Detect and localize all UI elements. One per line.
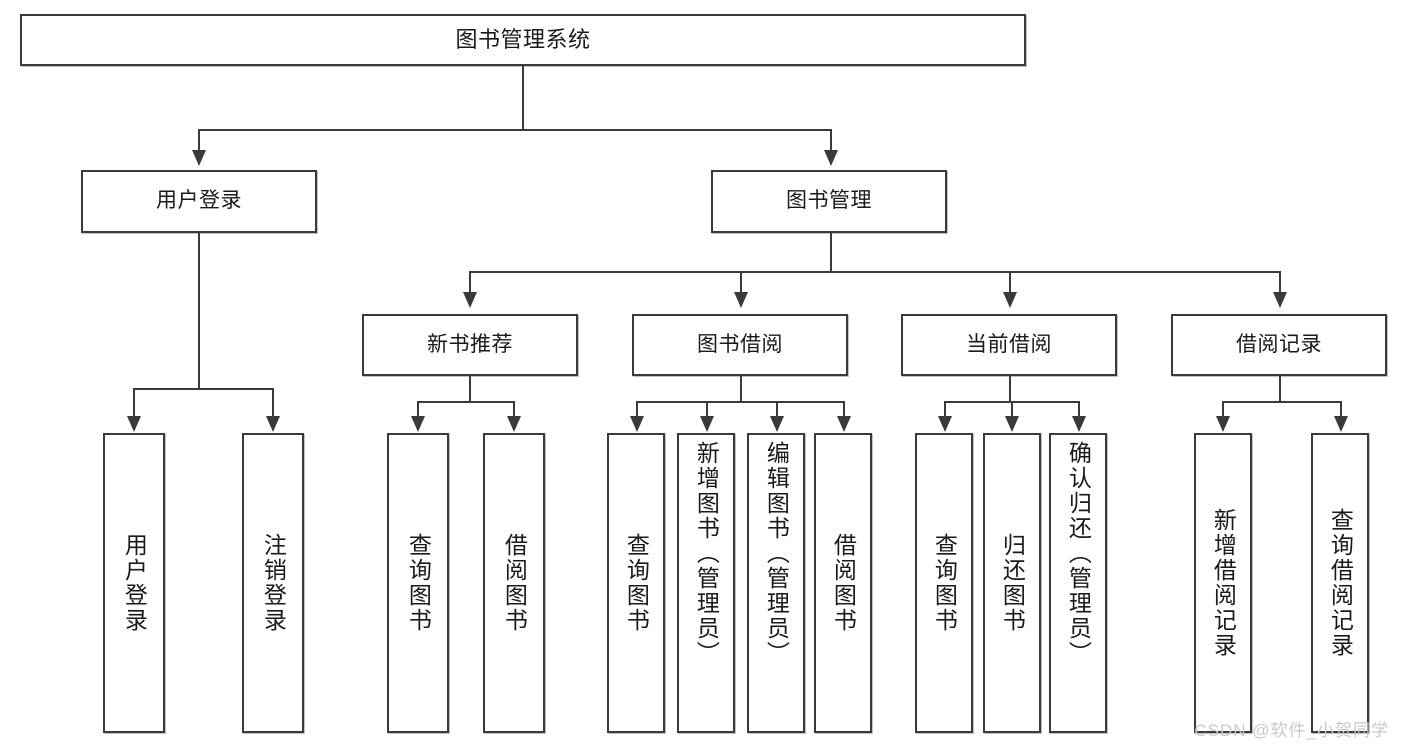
connector-book-management-stem — [830, 233, 832, 272]
connector-borrow-record-to-leaf-2 — [1340, 401, 1342, 417]
connector-book-borrow-stem — [740, 376, 742, 402]
csdn-watermark: CSDN @软件_小贺同学 — [1194, 721, 1389, 740]
connector-new-book-bus — [417, 401, 514, 403]
leaf-label: 用户登录 — [121, 533, 148, 633]
arrow-user-login-to-leaf-1 — [127, 416, 141, 432]
connector-book-borrow-to-leaf-2 — [706, 401, 708, 417]
leaf-current-borrow-confirm-return-admin[interactable]: 确认归还（管理员） — [1049, 433, 1107, 733]
connector-borrow-record-stem — [1279, 376, 1281, 402]
arrow-current-borrow-to-leaf-2 — [1005, 416, 1019, 432]
node-current-borrow[interactable]: 当前借阅 — [901, 314, 1117, 376]
connector-user-login-bus — [133, 388, 273, 390]
leaf-label: 确认归还（管理员） — [1065, 441, 1092, 666]
node-label: 图书管理 — [786, 189, 872, 213]
leaf-label: 借阅图书 — [501, 533, 528, 633]
connector-user-login-stem — [198, 233, 200, 389]
leaf-new-book-borrow-book[interactable]: 借阅图书 — [483, 433, 545, 733]
leaf-label: 新增图书（管理员） — [693, 441, 720, 666]
connector-root-bus — [198, 129, 832, 131]
arrow-root-to-book-management — [824, 150, 838, 166]
connector-level3-bus — [469, 271, 1281, 273]
connector-book-borrow-bus — [636, 401, 844, 403]
leaf-label: 借阅图书 — [830, 533, 857, 633]
leaf-book-borrow-query-book[interactable]: 查询图书 — [607, 433, 665, 733]
leaf-label: 查询图书 — [931, 533, 958, 633]
arrow-user-login-to-leaf-2 — [266, 416, 280, 432]
connector-current-borrow-to-leaf-2 — [1011, 401, 1013, 417]
connector-current-borrow-to-leaf-3 — [1078, 401, 1080, 417]
arrow-new-book-to-leaf-2 — [507, 416, 521, 432]
connector-borrow-record-bus — [1222, 401, 1341, 403]
leaf-borrow-record-add-record[interactable]: 新增借阅记录 — [1194, 433, 1252, 733]
arrow-root-to-user-login — [192, 150, 206, 166]
arrow-borrow-record-to-leaf-1 — [1216, 416, 1230, 432]
leaf-label: 编辑图书（管理员） — [763, 441, 790, 666]
arrow-book-borrow-to-leaf-2 — [700, 416, 714, 432]
node-user-login[interactable]: 用户登录 — [81, 170, 317, 233]
leaf-book-borrow-add-book-admin[interactable]: 新增图书（管理员） — [677, 433, 735, 733]
connector-user-login-to-leaf-2 — [272, 388, 274, 417]
leaf-new-book-query-book[interactable]: 查询图书 — [387, 433, 449, 733]
leaf-label: 查询图书 — [405, 533, 432, 633]
connector-root-to-user-login — [198, 129, 200, 151]
node-label: 借阅记录 — [1236, 332, 1322, 356]
connector-borrow-record-to-leaf-1 — [1222, 401, 1224, 417]
node-label: 图书借阅 — [697, 332, 783, 356]
arrow-to-new-book — [463, 292, 477, 308]
connector-root-stem — [522, 66, 524, 130]
node-borrow-record[interactable]: 借阅记录 — [1171, 314, 1387, 376]
leaf-current-borrow-query-book[interactable]: 查询图书 — [915, 433, 973, 733]
leaf-borrow-record-query-record[interactable]: 查询借阅记录 — [1311, 433, 1369, 733]
arrow-book-borrow-to-leaf-3 — [770, 416, 784, 432]
leaf-user-login-login[interactable]: 用户登录 — [103, 433, 165, 733]
connector-current-borrow-to-leaf-1 — [944, 401, 946, 417]
connector-new-book-to-leaf-1 — [417, 401, 419, 417]
leaf-label: 查询图书 — [623, 533, 650, 633]
connector-book-borrow-to-leaf-3 — [776, 401, 778, 417]
node-root-book-management-system[interactable]: 图书管理系统 — [20, 14, 1026, 66]
connector-to-book-borrow — [740, 271, 742, 293]
connector-new-book-to-leaf-2 — [513, 401, 515, 417]
node-new-book-recommend[interactable]: 新书推荐 — [362, 314, 578, 376]
node-label: 用户登录 — [156, 189, 242, 213]
leaf-user-login-logout[interactable]: 注销登录 — [242, 433, 304, 733]
arrow-borrow-record-to-leaf-2 — [1334, 416, 1348, 432]
arrow-current-borrow-to-leaf-3 — [1072, 416, 1086, 432]
leaf-label: 归还图书 — [999, 533, 1026, 633]
node-label: 图书管理系统 — [455, 27, 591, 53]
arrow-to-current-borrow — [1003, 292, 1017, 308]
connector-book-borrow-to-leaf-4 — [843, 401, 845, 417]
connector-book-borrow-to-leaf-1 — [636, 401, 638, 417]
connector-new-book-stem — [469, 376, 471, 402]
leaf-label: 查询借阅记录 — [1327, 508, 1354, 658]
connector-to-new-book — [469, 271, 471, 293]
arrow-to-book-borrow — [734, 292, 748, 308]
connector-current-borrow-stem — [1009, 376, 1011, 402]
node-label: 新书推荐 — [427, 332, 513, 356]
leaf-book-borrow-borrow-book[interactable]: 借阅图书 — [814, 433, 872, 733]
connector-to-current-borrow — [1009, 271, 1011, 293]
leaf-current-borrow-return-book[interactable]: 归还图书 — [983, 433, 1041, 733]
arrow-to-borrow-record — [1273, 292, 1287, 308]
node-label: 当前借阅 — [966, 332, 1052, 356]
connector-to-borrow-record — [1279, 271, 1281, 293]
arrow-book-borrow-to-leaf-4 — [837, 416, 851, 432]
node-book-borrow[interactable]: 图书借阅 — [632, 314, 848, 376]
leaf-label: 注销登录 — [260, 533, 287, 633]
arrow-current-borrow-to-leaf-1 — [938, 416, 952, 432]
arrow-book-borrow-to-leaf-1 — [630, 416, 644, 432]
connector-root-to-book-management — [830, 129, 832, 151]
arrow-new-book-to-leaf-1 — [411, 416, 425, 432]
connector-user-login-to-leaf-1 — [133, 388, 135, 417]
leaf-label: 新增借阅记录 — [1210, 508, 1237, 658]
leaf-book-borrow-edit-book-admin[interactable]: 编辑图书（管理员） — [747, 433, 805, 733]
node-book-management[interactable]: 图书管理 — [711, 170, 947, 233]
